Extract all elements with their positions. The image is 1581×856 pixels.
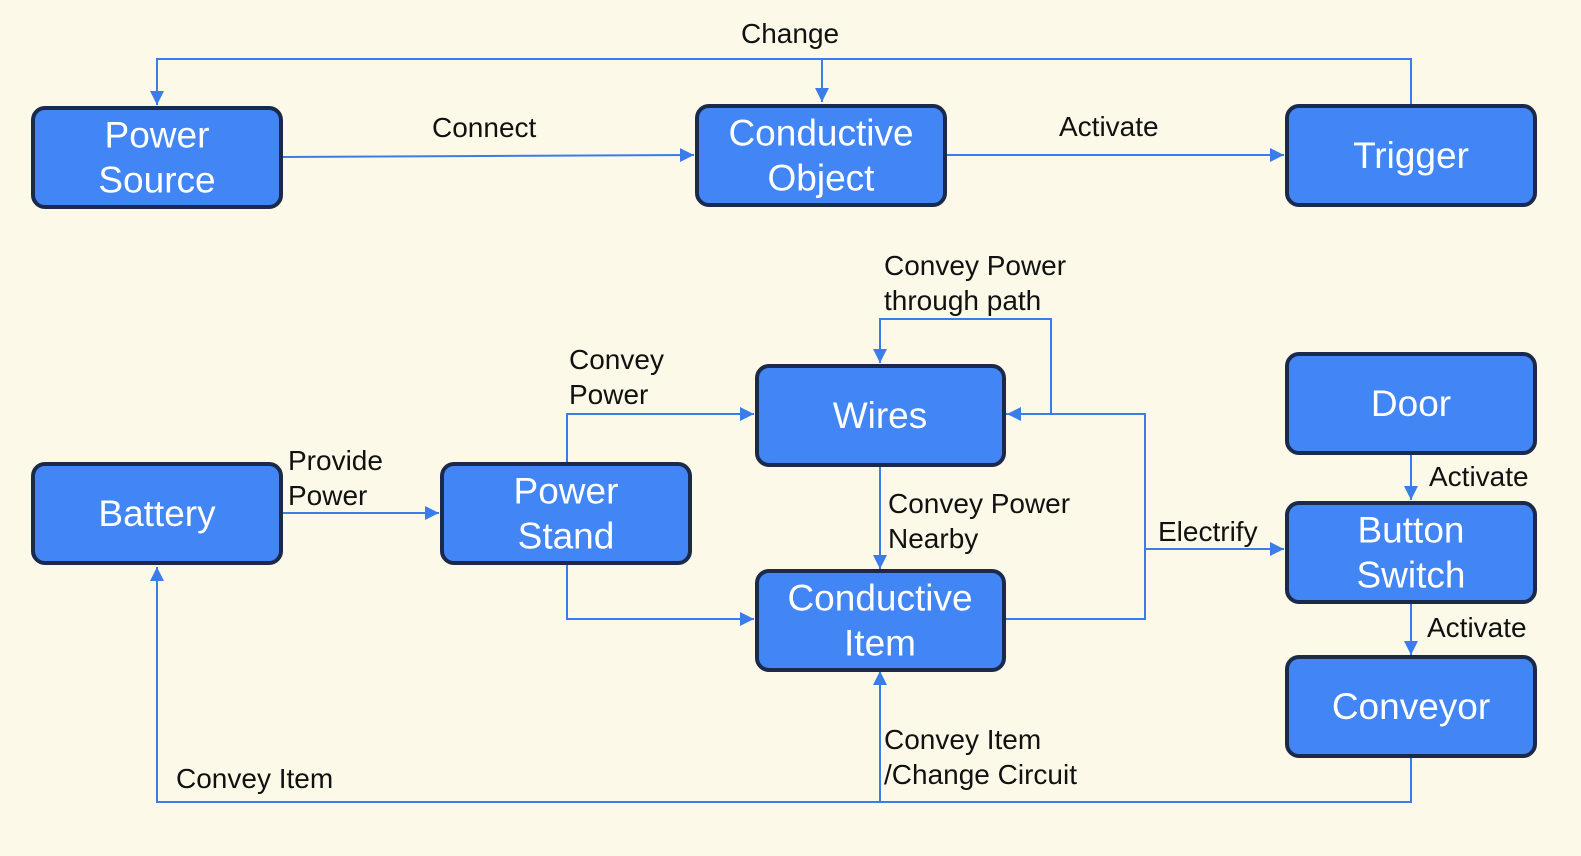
text-line: Conductive [728, 113, 913, 154]
edge-trigger-change-loop [150, 58, 1412, 105]
text-line: Conductive [787, 578, 972, 619]
label-connect: Connect [432, 112, 537, 143]
text-line: Power [569, 379, 648, 410]
text-line: through path [884, 285, 1041, 316]
edges [150, 58, 1418, 803]
text-line: Button [1358, 510, 1465, 551]
text-line: Activate [1059, 111, 1159, 142]
text-line: Source [98, 160, 215, 201]
label-convey-power-through-path: Convey Power through path [884, 250, 1066, 316]
label-activate-door: Activate [1429, 461, 1529, 492]
node-battery: Battery [31, 462, 283, 565]
text-line: Convey Item [884, 724, 1041, 755]
label-activate-trigger: Activate [1059, 111, 1159, 142]
node-label: Conveyor [1332, 686, 1490, 727]
text-line: Stand [518, 516, 615, 557]
text-line: Electrify [1158, 516, 1258, 547]
text-line: Conveyor [1332, 686, 1490, 727]
node-label: Wires [833, 395, 928, 436]
node-wires: Wires [755, 364, 1006, 467]
node-label: Door [1371, 383, 1451, 424]
text-line: Wires [833, 395, 928, 436]
edge-power-source-to-conductive-object [280, 148, 695, 163]
text-line: Activate [1427, 612, 1527, 643]
text-line: Object [768, 158, 876, 199]
text-line: Convey Power [884, 250, 1066, 281]
node-label: Trigger [1353, 135, 1469, 176]
text-line: Power [105, 115, 210, 156]
text-line: /Change Circuit [884, 759, 1077, 790]
text-line: Convey Power [888, 488, 1070, 519]
text-line: Connect [432, 112, 537, 143]
text-line: Switch [1357, 555, 1466, 596]
edge-conveyor-to-battery [150, 567, 1412, 803]
text-line: Trigger [1353, 135, 1469, 176]
text-line: Convey [569, 344, 664, 375]
edge-power-stand-to-wires [566, 407, 754, 464]
edge-power-stand-to-conductive-item [566, 563, 754, 626]
node-conveyor: Conveyor [1285, 655, 1537, 758]
text-line: Change [741, 18, 839, 49]
text-line: Battery [98, 493, 216, 534]
text-line: Power [288, 480, 367, 511]
label-activate-conveyor: Activate [1427, 612, 1527, 643]
label-convey-item-change-circuit: Convey Item/Change Circuit [884, 724, 1077, 790]
label-electrify: Electrify [1158, 516, 1258, 547]
node-label: Battery [98, 493, 216, 534]
text-line: Convey Item [176, 763, 333, 794]
text-line: Provide [288, 445, 383, 476]
text-line: Activate [1429, 461, 1529, 492]
node-trigger: Trigger [1285, 104, 1537, 207]
node-door: Door [1285, 352, 1537, 455]
text-line: Door [1371, 383, 1451, 424]
label-convey-item: Convey Item [176, 763, 333, 794]
text-line: Nearby [888, 523, 978, 554]
text-line: Item [844, 623, 916, 664]
edge-conductive-item-to-wires [1004, 407, 1146, 620]
text-line: Power [514, 471, 619, 512]
label-change: Change [741, 18, 839, 49]
